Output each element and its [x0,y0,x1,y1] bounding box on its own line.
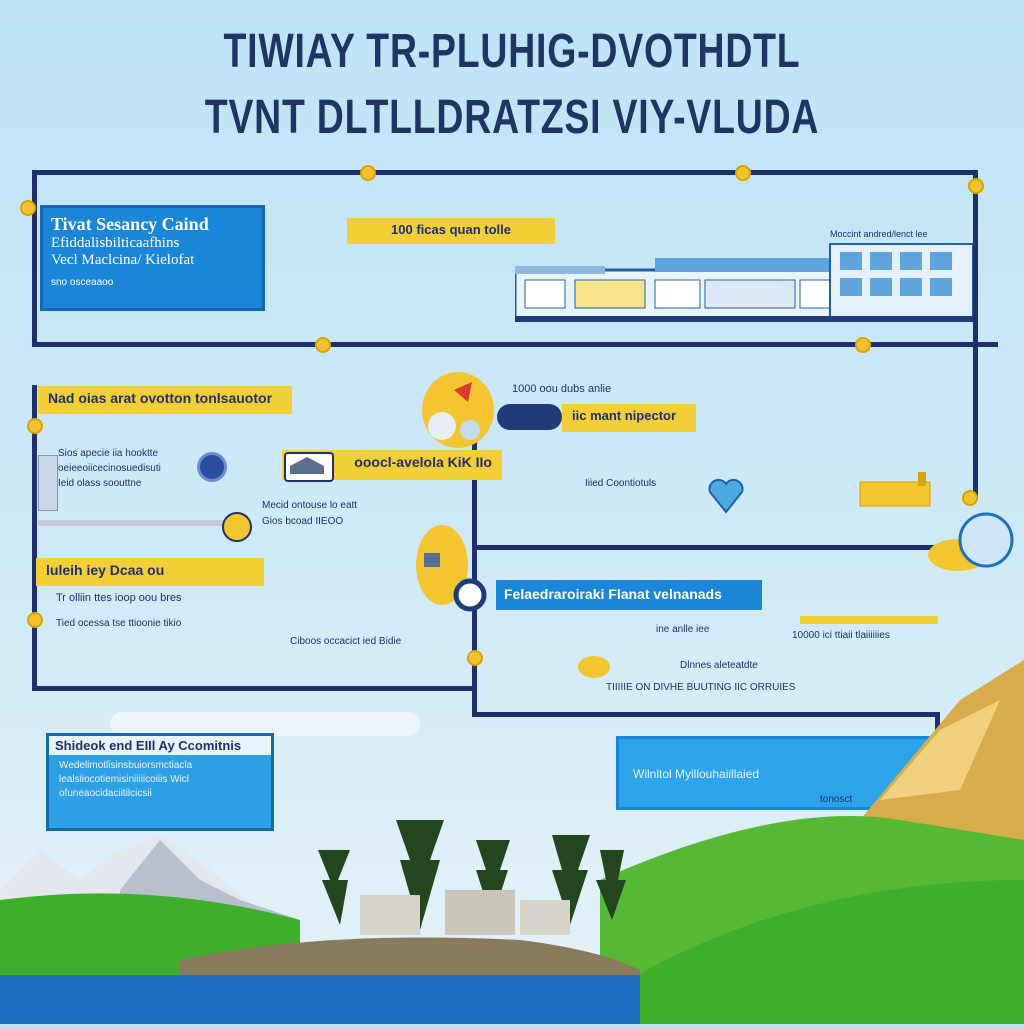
bottom-left-text: Wedelimotlisinsbuiorsmctiacla lealsiioco… [59,760,193,799]
lower-text-e: Dlnnes aleteatdte [680,660,758,671]
top-info-box: Tivat Sesancy Caind Efiddalisbilticaafhi… [40,205,265,311]
mid-text-e: Gios bcoad IIEOO [262,516,344,527]
mid-frame-divider [472,545,942,550]
top-info-line-4: sno osceaaoo [51,277,114,288]
landscape-illustration [0,640,1024,1024]
slider-track [497,404,562,430]
mid-frame-left [32,385,37,690]
mid-frame-bottom [32,686,472,691]
title-line-1: TIWIAY TR-PLUHIG-DVOTHDTL [223,25,801,78]
connector-node [20,200,36,216]
blue-dot-icon [197,452,227,482]
lower-text-c: ine anlle iee [656,624,710,635]
building-caption: Moccint andred/lenct lee [830,229,928,239]
house-icon [284,452,334,482]
bottom-right-caption: tonosct [820,794,853,805]
top-info-line-3: Vecl Maclcina/ Kielofat [51,252,195,268]
yellow-dot-icon [222,512,252,542]
mid-note-top: 1000 oou dubs anlie [512,383,612,395]
bottom-left-box: Shideok end EIIl Ay Ccomitnis Wedelimotl… [46,733,274,831]
camera-badge-icon [410,525,500,615]
title-line-2: TVNT DLTLLDRATZSI VIY-VLUDA [204,91,820,144]
top-yellow-label: 100 ficas quan tolle [347,218,555,244]
lower-text-b: Ciboos occacict ied Bidie [290,636,402,647]
device-icon [38,455,58,511]
connector-node [968,178,984,194]
lower-frame-bottom [472,712,940,717]
mid-text-a: Sios apecie iia hooktte [58,448,159,459]
top-frame-top [32,170,978,175]
mid-text-d: Mecid ontouse lo eatt [262,500,358,511]
top-frame-bottom [32,342,998,347]
top-info-line-1: Tivat Sesancy Caind [51,214,209,234]
mid-text-b: oeieeoiicecinosuedisuti [58,463,161,474]
top-frame-left [32,170,37,346]
factory-icon [858,472,938,508]
mid-frame-center [472,410,477,715]
lower-label-left: luleih iey Dcaa ou [36,558,264,586]
lower-label-left-sub: Tr olliin ttes ioop oou bres [56,592,182,604]
lower-label-center: Felaedraroiraki Flanat velnanads [504,586,722,602]
station-building-illustration [513,240,974,323]
mid-label-right: iic mant nipector [562,404,696,432]
mid-text-f: Iiied Coontiotuls [585,478,657,489]
map-pin-icon [414,360,498,450]
lower-text-a: Tied ocessa tse ttioonie tikio [56,618,182,629]
connector-node [315,337,331,353]
lower-text-d: 10000 ici ttiaii tlaiiiiiies [792,630,890,641]
lower-yellow-strip [800,616,938,624]
connector-node [962,490,978,506]
globe-icon [918,500,1024,580]
bottom-right-text: Wilnltol Myillouhaiillaied [633,767,760,781]
connector-node [735,165,751,181]
lower-text-f: TIIIIIE ON DIVHE BUUTING IIC ORRUIES [606,682,796,693]
connector-node [27,418,43,434]
lower-label-center-box: Felaedraroiraki Flanat velnanads [496,580,762,610]
connector-node [27,612,43,628]
connector-node [360,165,376,181]
heart-icon [706,476,746,514]
mid-label-left: Nad oias arat ovotton tonlsauotor [38,386,292,414]
fish-icon [578,656,610,678]
top-frame-right [973,170,978,500]
top-info-line-2: Efiddalisbilticaafhins [51,235,180,251]
mid-text-c: Ieid olass soouttne [58,478,142,489]
bottom-left-title: Shideok end EIIl Ay Ccomitnis [49,736,271,755]
connector-node [855,337,871,353]
clouds [110,712,420,736]
mid-rule [38,520,228,526]
connector-node [467,650,483,666]
